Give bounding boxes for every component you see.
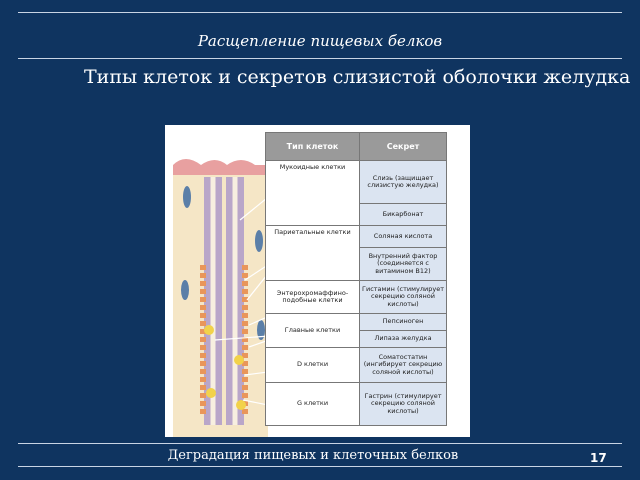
col-header-type: Тип клеток xyxy=(265,132,360,161)
table-header-row: Тип клеток Секрет xyxy=(265,132,447,161)
table-row: Мукоидные клетки Слизь (защищает слизист… xyxy=(265,160,447,226)
footer-rule-top xyxy=(18,443,622,444)
footer-text: Деградация пищевых и клеточных белков xyxy=(167,448,459,463)
title-rule xyxy=(18,58,622,59)
secretion-cell: Липаза желудка xyxy=(359,330,447,348)
secretion-cell: Слизь (защищает слизистую желудка) xyxy=(359,160,447,204)
secretion-cell: Гистамин (стимулирует секрецию соляной к… xyxy=(359,280,447,314)
secretion-cell: Гастрин (стимулирует секрецию соляной ки… xyxy=(359,382,447,426)
cell-type: D клетки xyxy=(265,347,360,383)
table-row: Главные клетки Пепсиноген xyxy=(265,313,447,348)
secretion-cell: Соматостатин (ингибирует секрецию соляно… xyxy=(359,347,447,383)
cell-type: Энтерохромаффино-подобные клетки xyxy=(265,280,360,314)
cell-type: Мукоидные клетки xyxy=(265,160,360,226)
table-row: D клетки Соматостатин (ингибирует секрец… xyxy=(265,347,447,383)
footer-rule-bottom xyxy=(18,466,622,467)
gastric-gland-illustration xyxy=(173,159,284,437)
gastric-mucosa-figure: Тип клеток Секрет Мукоидные клетки Слизь… xyxy=(165,125,470,437)
top-rule xyxy=(18,12,622,13)
cell-type: Париетальные клетки xyxy=(265,225,360,281)
secretion-cell: Бикарбонат xyxy=(359,203,447,226)
slide-subtitle: Типы клеток и секретов слизистой оболочк… xyxy=(84,66,631,88)
secretion-cell: Соляная кислота xyxy=(359,225,447,248)
page-number: 17 xyxy=(590,451,607,465)
glandular-tubes xyxy=(200,177,248,425)
table-row: G клетки Гастрин (стимулирует секрецию с… xyxy=(265,382,447,426)
slide-title: Расщепление пищевых белков xyxy=(197,32,443,50)
cell-type: G клетки xyxy=(265,382,360,426)
col-header-secretion: Секрет xyxy=(359,132,447,161)
table-row: Энтерохромаффино-подобные клетки Гистами… xyxy=(265,280,447,314)
secretion-cell: Пепсиноген xyxy=(359,313,447,331)
cell-secretion-table: Тип клеток Секрет Мукоидные клетки Слизь… xyxy=(265,132,447,426)
table-row: Бикарбонат xyxy=(266,203,447,226)
secretion-cell: Внутренний фактор (соединяется с витамин… xyxy=(359,247,447,281)
table-row: Париетальные клетки Соляная кислота xyxy=(265,225,447,281)
cell-type: Главные клетки xyxy=(265,313,360,348)
